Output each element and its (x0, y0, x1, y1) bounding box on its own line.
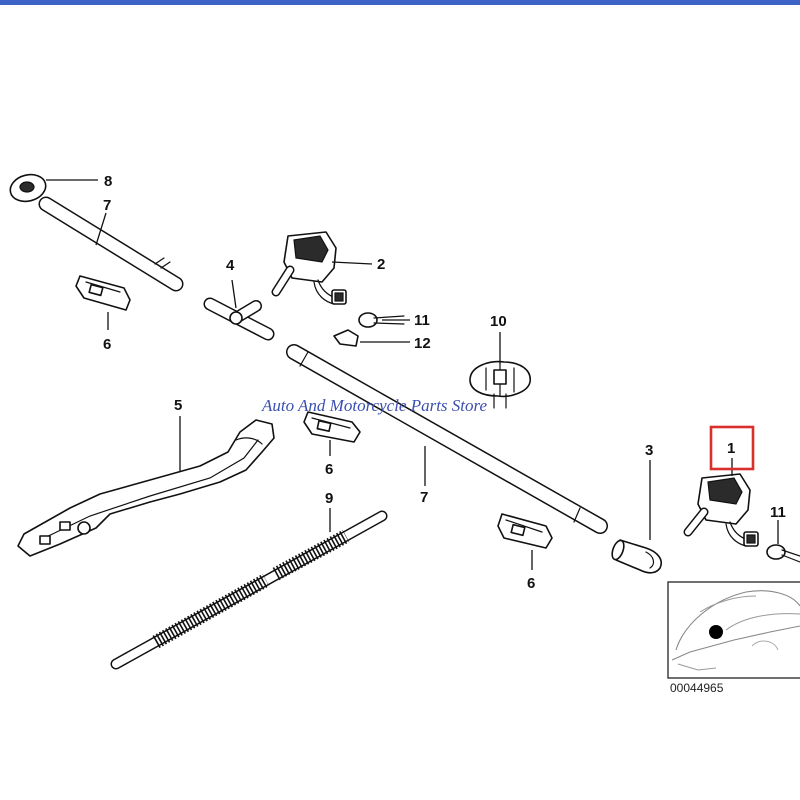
callout-5: 5 (174, 397, 182, 414)
callout-6-middle: 6 (325, 461, 333, 478)
part-7-short-hose (38, 196, 184, 292)
part-12-clip (333, 329, 410, 347)
callout-11-lower: 11 (770, 504, 786, 521)
callout-7-upper: 7 (103, 197, 111, 214)
part-11-connector-lower (766, 520, 800, 563)
part-10-bracket (469, 332, 531, 409)
callout-12: 12 (414, 335, 431, 352)
vehicle-location-inset (667, 581, 800, 679)
part-3-elbow (611, 460, 662, 574)
callout-1: 1 (727, 440, 735, 457)
callout-3: 3 (645, 442, 653, 459)
part-4-t-connector (203, 279, 275, 341)
part-9-spring-hose (110, 508, 388, 670)
callout-11-upper: 11 (414, 312, 430, 329)
callout-4: 4 (226, 257, 235, 274)
part-7-long-hose (286, 344, 608, 534)
highlight-box (709, 425, 755, 471)
callout-9: 9 (325, 490, 333, 507)
callout-7-lower: 7 (420, 489, 428, 506)
callout-6-upper: 6 (103, 336, 111, 353)
callout-2: 2 (377, 256, 385, 273)
part-6-clip-upper (75, 275, 131, 330)
part-8-grommet (9, 173, 98, 203)
callout-10: 10 (490, 313, 507, 330)
part-11-connector-upper (358, 312, 410, 328)
store-watermark: Auto And Motorcycle Parts Store (261, 396, 488, 415)
part-1-washer-pump (683, 458, 759, 547)
reference-number: 00044965 (670, 681, 724, 695)
callout-8: 8 (104, 173, 112, 190)
part-2-washer-pump (271, 231, 373, 305)
part-6-clip-lower (497, 513, 553, 570)
part-6-clip-middle (303, 411, 361, 456)
part-5-holder (17, 416, 275, 557)
callout-6-lower: 6 (527, 575, 535, 592)
top-color-bar (0, 0, 800, 5)
location-dot (709, 625, 723, 639)
